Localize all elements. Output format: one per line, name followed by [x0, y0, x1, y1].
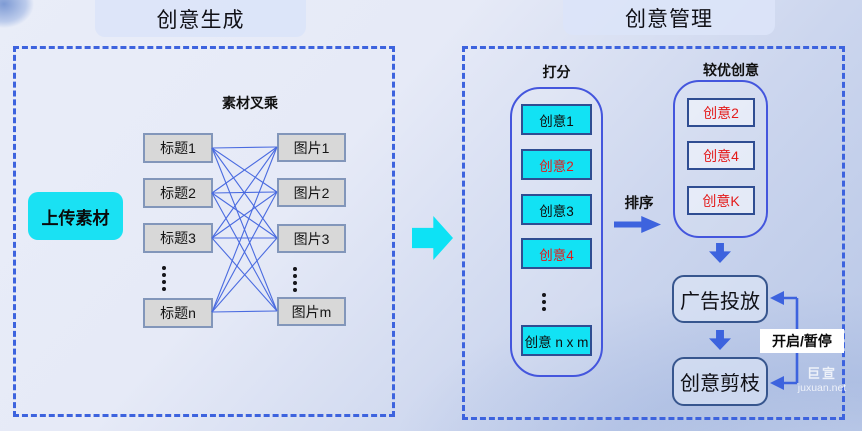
better-creative-4: 创意4 [687, 141, 755, 170]
ellipsis-icon [542, 293, 546, 311]
creative-item-2: 创意2 [521, 149, 592, 180]
creative-item-nxm: 创意 n x m [521, 325, 592, 356]
ad-delivery-node: 广告投放 [672, 275, 768, 323]
generation-section-frame [13, 46, 395, 417]
better-creatives-label: 较优创意 [703, 62, 759, 78]
title-node-2: 标题2 [143, 178, 213, 208]
creative-item-4: 创意4 [521, 238, 592, 269]
title-node-1: 标题1 [143, 133, 213, 163]
flow-arrow-icon [412, 216, 453, 260]
sort-label: 排序 [624, 196, 654, 212]
upload-material-node: 上传素材 [28, 192, 123, 240]
title-node-n: 标题n [143, 298, 213, 328]
image-node-1: 图片1 [277, 133, 346, 162]
cross-product-label: 素材叉乘 [222, 95, 278, 111]
better-creative-2: 创意2 [687, 98, 755, 127]
creative-item-3: 创意3 [521, 194, 592, 225]
start-pause-label: 开启/暂停 [760, 329, 844, 353]
watermark-logo: 巨宣 [806, 366, 837, 381]
ellipsis-icon [162, 266, 166, 291]
scoring-label: 打分 [542, 64, 571, 80]
better-creative-k: 创意K [687, 186, 755, 215]
image-node-m: 图片m [277, 297, 346, 326]
management-section-title: 创意管理 [563, 0, 775, 35]
watermark-url: juxuan.net [797, 382, 847, 395]
generation-section-title: 创意生成 [95, 0, 306, 37]
creative-item-1: 创意1 [521, 104, 592, 135]
creative-pruning-node: 创意剪枝 [672, 357, 768, 406]
title-node-3: 标题3 [143, 223, 213, 253]
watermark: 巨宣 juxuan.net [793, 366, 851, 395]
management-section-frame [462, 46, 845, 420]
image-node-3: 图片3 [277, 224, 346, 253]
image-node-2: 图片2 [277, 178, 346, 207]
ellipsis-icon [293, 267, 297, 292]
